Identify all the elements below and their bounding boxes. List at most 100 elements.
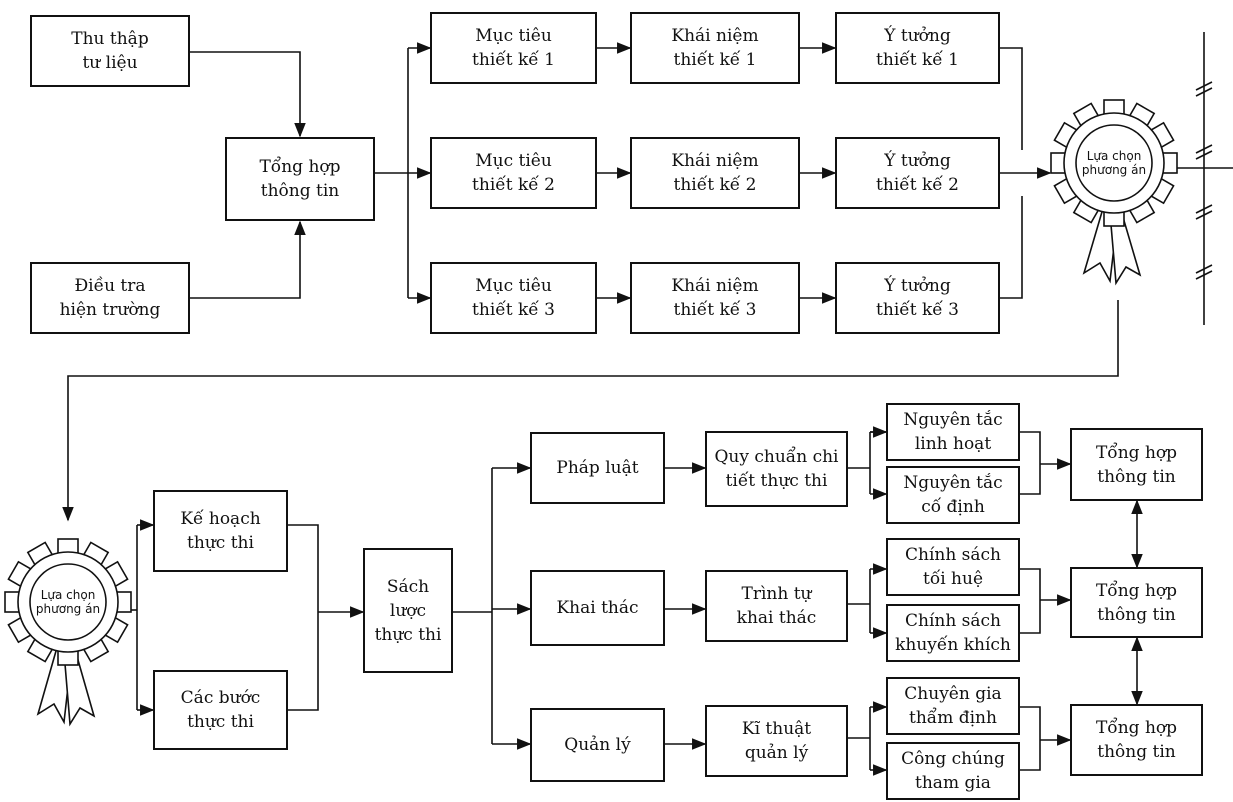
box-chuyen-gia: Chuyên gia thẩm định <box>886 677 1020 735</box>
timeline-break-4 <box>1195 264 1213 280</box>
box-quan-ly: Quản lý <box>530 708 665 782</box>
box-line: tham gia <box>915 773 991 793</box>
box-line: thông tin <box>260 181 340 201</box>
box-line: Quy chuẩn chi <box>714 447 839 467</box>
connector-badge-down <box>62 300 1119 522</box>
box-line: Kế hoạch <box>180 509 261 529</box>
box-line: Ý tưởng <box>884 151 951 171</box>
badge-label-top: Lựa chọn phương án <box>1077 149 1151 177</box>
box-line: Khái niệm <box>671 26 759 46</box>
box-line: Ý tưởng <box>884 26 951 46</box>
box-tong-hop-2: Tổng hợp thông tin <box>1070 567 1203 638</box>
box-line: thực thi <box>374 624 442 645</box>
box-muc-tieu-3: Mục tiêu thiết kế 3 <box>430 262 597 334</box>
connector-merge-1 <box>1020 431 1070 495</box>
badge-label-bottom: Lựa chọn phương án <box>31 588 105 616</box>
box-line: thiết kế 3 <box>673 300 757 320</box>
rosette-badge-top <box>1050 99 1178 286</box>
box-line: Các bước <box>180 688 261 708</box>
box-line: Tổng hợp <box>1095 442 1178 463</box>
box-y-tuong-1: Ý tưởng thiết kế 1 <box>835 12 1000 84</box>
box-tong-hop-3: Tổng hợp thông tin <box>1070 704 1203 776</box>
box-line: Chính sách <box>904 545 1002 565</box>
box-line: thiết kế 2 <box>472 175 555 195</box>
box-line: tiết thực thi <box>725 471 828 491</box>
badge-line: Lựa chọn <box>40 588 96 602</box>
box-line: Chính sách <box>904 611 1002 631</box>
box-line: lược <box>389 600 427 621</box>
box-line: quản lý <box>744 743 809 763</box>
box-line: khai thác <box>736 608 817 628</box>
connector-y-3-out <box>1000 196 1023 299</box>
badge-line: phương án <box>35 602 101 616</box>
box-line: Tổng hợp <box>1095 580 1178 601</box>
timeline-break-3 <box>1195 204 1213 220</box>
box-line: Mục tiêu <box>475 276 552 296</box>
box-line: Trình tự <box>741 584 812 604</box>
box-line: thông tin <box>1097 742 1176 762</box>
box-khai-thac: Khai thác <box>530 570 665 646</box>
box-cong-chung: Công chúng tham gia <box>886 742 1020 800</box>
box-line: thiết kế 3 <box>472 300 555 320</box>
box-trinh-tu: Trình tự khai thác <box>705 570 848 642</box>
connector-thu-thap <box>190 51 306 138</box>
rosette-badge-bottom <box>4 538 132 727</box>
box-khai-niem-1: Khái niệm thiết kế 1 <box>630 12 800 84</box>
box-line: Nguyên tắc <box>903 473 1003 493</box>
box-line: hiện trường <box>59 300 161 320</box>
box-line: Mục tiêu <box>475 151 552 171</box>
box-line: Sách <box>386 576 430 597</box>
box-khai-niem-3: Khái niệm thiết kế 3 <box>630 262 800 334</box>
box-line: Quản lý <box>564 735 631 755</box>
box-line: Pháp luật <box>556 458 639 478</box>
box-line: Công chúng <box>901 749 1005 769</box>
box-dieu-tra-hien-truong: Điều tra hiện trường <box>30 262 190 334</box>
box-line: Chuyên gia <box>904 684 1002 704</box>
box-line: Kĩ thuật <box>741 719 812 739</box>
box-line: thiết kế 1 <box>472 50 555 70</box>
connector-merge-3 <box>1020 706 1070 771</box>
box-line: linh hoạt <box>914 434 992 454</box>
box-sach-luoc-thuc-thi: Sách lược thực thi <box>363 548 453 673</box>
box-line: thực thi <box>187 533 254 553</box>
connector-fan-r2 <box>848 569 886 633</box>
box-tong-hop-1: Tổng hợp thông tin <box>1070 428 1203 501</box>
box-line: Nguyên tắc <box>903 410 1003 430</box>
box-ke-hoach-thuc-thi: Kế hoạch thực thi <box>153 490 288 572</box>
box-line: Khái niệm <box>671 276 759 296</box>
box-line: tối huệ <box>922 569 984 589</box>
connector-ke-hoach-out <box>288 524 319 711</box>
box-line: Khai thác <box>556 598 639 618</box>
box-line: thiết kế 2 <box>876 175 959 195</box>
box-line: thiết kế 1 <box>673 50 757 70</box>
connector-dieu-tra <box>190 220 306 299</box>
box-line: Thu thập <box>71 29 149 49</box>
box-line: thông tin <box>1097 604 1176 625</box>
box-line: Mục tiêu <box>475 26 552 46</box>
badge-line: Lựa chọn <box>1086 149 1142 163</box>
connector-merge-2 <box>1020 568 1070 634</box>
box-muc-tieu-2: Mục tiêu thiết kế 2 <box>430 137 597 209</box>
box-line: thông tin <box>1097 466 1176 487</box>
box-line: thiết kế 3 <box>876 300 959 320</box>
box-line: thẩm định <box>909 708 997 728</box>
box-line: cố định <box>921 497 985 517</box>
box-line: thiết kế 2 <box>673 175 757 195</box>
timeline-break-1 <box>1195 81 1213 97</box>
box-nguyen-tac-co-dinh: Nguyên tắc cố định <box>886 466 1020 524</box>
timeline-break-2 <box>1195 144 1213 160</box>
connector-y-1-out <box>1000 47 1023 150</box>
box-line: thiết kế 1 <box>876 50 959 70</box>
box-line: Điều tra <box>74 276 146 296</box>
box-line: Tổng hợp <box>1095 718 1178 738</box>
box-phap-luat: Pháp luật <box>530 432 665 504</box>
box-line: thực thi <box>187 712 254 732</box>
box-cac-buoc-thuc-thi: Các bước thực thi <box>153 670 288 750</box>
connector-fan-r1 <box>848 431 886 494</box>
badge-line: phương án <box>1081 163 1147 177</box>
